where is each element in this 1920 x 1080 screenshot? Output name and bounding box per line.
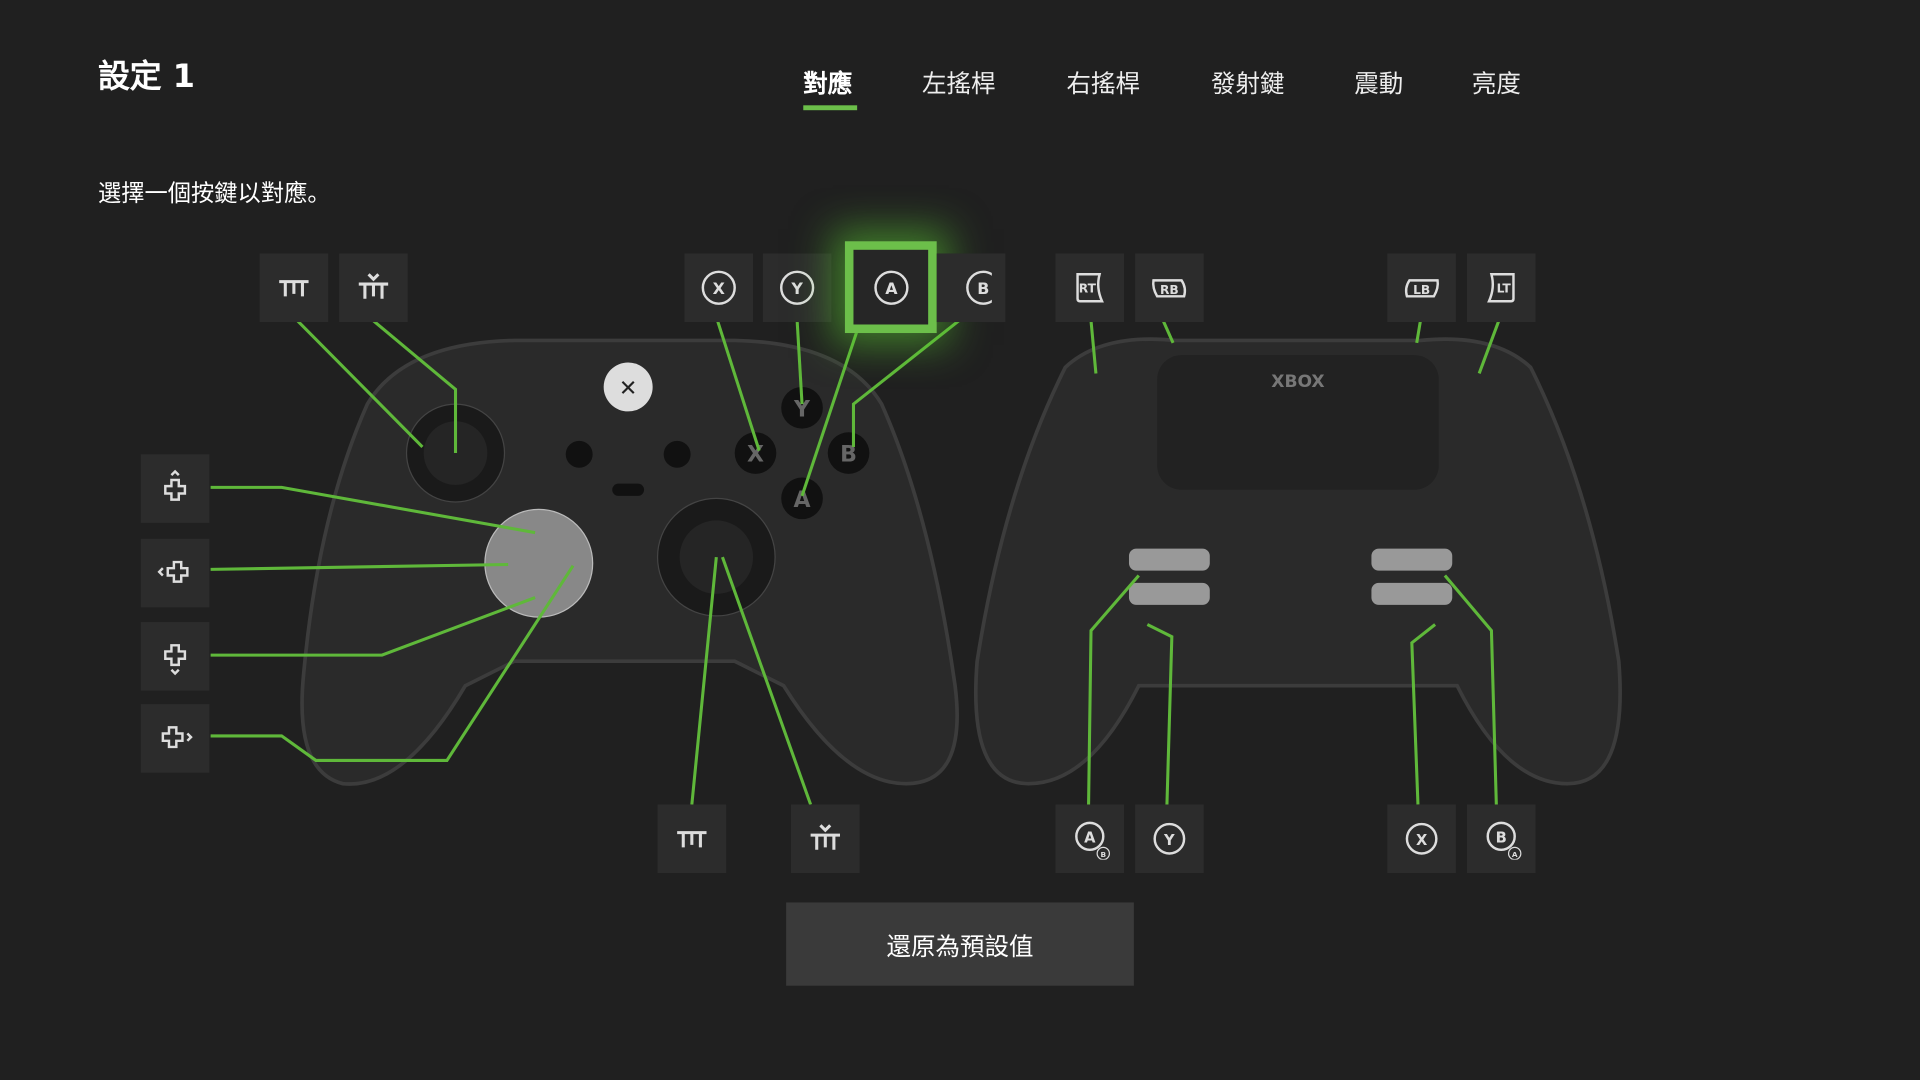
paddle-a-icon: AB bbox=[1075, 821, 1110, 860]
right-trigger-icon: RT bbox=[1076, 273, 1104, 303]
instruction-text: 選擇一個按鍵以對應。 bbox=[97, 180, 331, 207]
svg-text:A: A bbox=[794, 488, 811, 513]
svg-text:LT: LT bbox=[1497, 282, 1512, 296]
svg-text:A: A bbox=[1084, 829, 1096, 846]
right-stick-icon bbox=[810, 824, 841, 850]
active-tab-indicator bbox=[803, 105, 858, 111]
tab-vibration[interactable]: 震動 bbox=[1354, 68, 1404, 98]
svg-text:B: B bbox=[977, 279, 989, 298]
svg-text:A: A bbox=[1512, 850, 1518, 859]
left-stick-press-tile[interactable] bbox=[259, 253, 329, 323]
page-title: 設定 1 bbox=[97, 58, 195, 96]
mapping-lines bbox=[210, 319, 1501, 806]
svg-text:Y: Y bbox=[793, 397, 811, 422]
svg-text:X: X bbox=[1416, 832, 1428, 849]
left-stick-icon bbox=[358, 273, 389, 299]
a-button-tile-selected[interactable]: A bbox=[844, 241, 937, 334]
svg-text:X: X bbox=[747, 443, 764, 468]
svg-text:LB: LB bbox=[1413, 283, 1430, 297]
svg-text:A: A bbox=[885, 278, 898, 297]
svg-text:✕: ✕ bbox=[619, 377, 637, 402]
paddle-x-icon: X bbox=[1405, 822, 1438, 855]
left-bumper-icon: LB bbox=[1404, 279, 1440, 298]
back-controller-image: XBOX bbox=[973, 337, 1622, 786]
rt-tile[interactable]: RT bbox=[1055, 253, 1125, 323]
paddle-b-icon: BA bbox=[1486, 821, 1522, 860]
paddle-y-icon: Y bbox=[1153, 822, 1186, 855]
svg-text:Y: Y bbox=[1163, 832, 1175, 849]
left-stick-tile[interactable] bbox=[339, 253, 408, 323]
left-stick-click-icon bbox=[279, 280, 309, 297]
svg-text:Y: Y bbox=[790, 279, 803, 298]
front-controller-image: ✕ Y X B A bbox=[300, 338, 959, 786]
right-stick-click-icon bbox=[677, 831, 707, 848]
tab-brightness[interactable]: 亮度 bbox=[1471, 68, 1521, 98]
x-button-tile[interactable]: X bbox=[684, 253, 754, 323]
dpad-left-tile[interactable] bbox=[140, 538, 210, 608]
dpad-up-tile[interactable] bbox=[140, 454, 210, 523]
dpad-right-icon bbox=[161, 726, 193, 749]
y-button-icon: Y bbox=[780, 270, 815, 305]
dpad-down-icon bbox=[164, 644, 187, 676]
a-button-icon: A bbox=[873, 270, 908, 305]
b-button-icon: B bbox=[966, 270, 992, 305]
svg-text:RT: RT bbox=[1079, 282, 1097, 296]
svg-text:B: B bbox=[1100, 850, 1106, 859]
left-trigger-icon: LT bbox=[1487, 273, 1515, 303]
right-stick-tile[interactable] bbox=[791, 804, 860, 874]
tab-left-stick[interactable]: 左搖桿 bbox=[922, 68, 996, 98]
svg-text:B: B bbox=[840, 443, 857, 468]
reset-to-default-button[interactable]: 還原為預設值 bbox=[786, 902, 1134, 986]
paddle-p2-tile[interactable]: Y bbox=[1135, 804, 1204, 874]
xbox-logo-text: XBOX bbox=[1271, 372, 1324, 392]
svg-text:B: B bbox=[1496, 829, 1507, 846]
right-bumper-icon: RB bbox=[1152, 279, 1187, 298]
lb-tile[interactable]: LB bbox=[1387, 253, 1456, 323]
b-button-tile[interactable]: B bbox=[936, 253, 1006, 323]
rb-tile[interactable]: RB bbox=[1135, 253, 1204, 323]
x-button-icon: X bbox=[701, 270, 736, 305]
dpad-right-tile[interactable] bbox=[140, 704, 210, 773]
y-button-tile[interactable]: Y bbox=[762, 253, 832, 323]
paddle-p3-tile[interactable]: X bbox=[1387, 804, 1456, 874]
svg-text:RB: RB bbox=[1160, 283, 1179, 297]
lt-tile[interactable]: LT bbox=[1466, 253, 1536, 323]
right-stick-press-tile[interactable] bbox=[657, 804, 727, 874]
tab-mapping[interactable]: 對應 bbox=[803, 68, 853, 98]
dpad-up-icon bbox=[164, 469, 187, 501]
tab-right-stick[interactable]: 右搖桿 bbox=[1066, 68, 1141, 98]
dpad-down-tile[interactable] bbox=[140, 622, 210, 691]
dpad-left-icon bbox=[157, 560, 189, 583]
tab-triggers[interactable]: 發射鍵 bbox=[1211, 68, 1285, 98]
svg-text:X: X bbox=[713, 279, 725, 298]
